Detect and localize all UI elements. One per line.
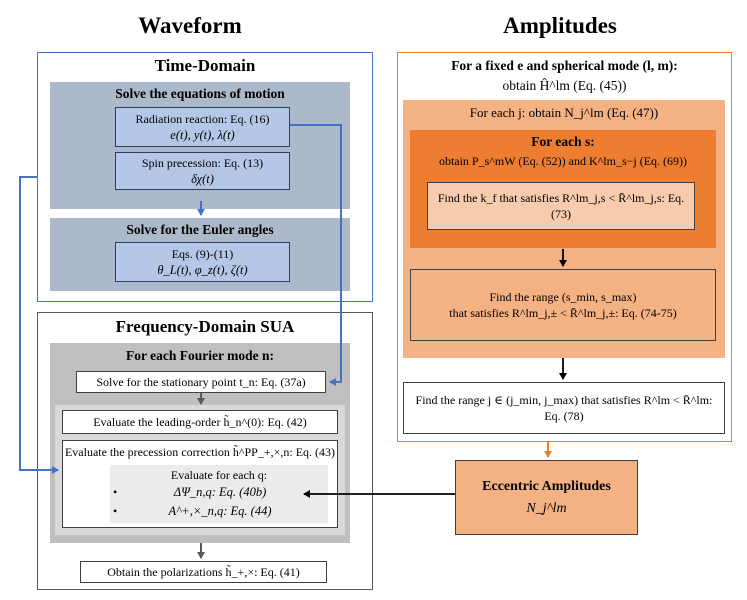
- each-q-bullet-2: •: [113, 504, 118, 518]
- stationary-point-box: Solve for the stationary point t_n: Eq. …: [76, 371, 326, 393]
- radiation-reaction-label: Radiation reaction: Eq. (16): [135, 112, 270, 127]
- time-domain-title: Time-Domain: [154, 56, 256, 75]
- each-j-title: For each j: obtain N_j^lm (Eq. (47)): [469, 105, 659, 121]
- each-q-title: Evaluate for each q:: [170, 467, 268, 482]
- fixed-mode-line-1: For a fixed e and spherical mode (l, m):: [451, 57, 678, 73]
- euler-equations-label: Eqs. (9)-(11): [171, 247, 234, 262]
- spin-precession-vars: δχ(t): [191, 171, 214, 186]
- leading-order-box: Evaluate the leading-order h̃_n^(0): Eq.…: [62, 410, 338, 434]
- each-q-panel: [110, 465, 328, 523]
- spin-precession-label: Spin precession: Eq. (13): [141, 156, 264, 171]
- range-j-line-2: Eq. (78): [544, 409, 584, 423]
- waveform-header: Waveform: [138, 13, 242, 38]
- euler-equations-vars: θ_L(t), φ_z(t), ζ(t): [157, 262, 248, 277]
- each-q-bullet-1: •: [113, 485, 118, 499]
- range-j-box: Find the range j ∈ (j_min, j_max) that s…: [403, 382, 725, 434]
- radiation-reaction-vars: e(t), y(t), λ(t): [170, 127, 235, 142]
- each-s-line: obtain P_s^mW (Eq. (52)) and K^lm_s−j (E…: [438, 153, 688, 168]
- kf-box: Find the k_f that satisfies R^lm_j,s < R…: [427, 182, 695, 230]
- arrow-radiation-to-stationary: [290, 124, 342, 386]
- equations-of-motion-title: Solve the equations of motion: [115, 86, 285, 101]
- range-j-line-1: Find the range j ∈ (j_min, j_max) that s…: [415, 392, 713, 407]
- eccentric-amplitudes-symbol: N_j^lm: [526, 500, 567, 516]
- eccentric-amplitudes-box: Eccentric Amplitudes N_j^lm: [455, 460, 638, 535]
- each-q-item-delta-psi: ΔΨ_n,q: Eq. (40b): [173, 485, 267, 499]
- spin-precession-box: Spin precession: Eq. (13) δχ(t): [115, 152, 290, 190]
- precession-correction-label: Evaluate the precession correction h̃^PP…: [64, 444, 336, 459]
- range-s-line-2: that satisfies R^lm_j,± < R̄^lm_j,±: Eq.…: [449, 306, 677, 320]
- frequency-domain-title: Frequency-Domain SUA: [115, 317, 295, 336]
- each-q-item-amplitude: A^+,×_n,q: Eq. (44): [168, 504, 272, 518]
- fourier-mode-title: For each Fourier mode n:: [126, 348, 274, 363]
- arrow-time-domain-to-precession: [19, 176, 59, 474]
- euler-equations-box: Eqs. (9)-(11) θ_L(t), φ_z(t), ζ(t): [115, 242, 290, 282]
- range-s-line-1: Find the range (s_min, s_max): [489, 289, 637, 304]
- fixed-mode-line-2: obtain Ĥ^lm (Eq. (45)): [502, 77, 627, 93]
- each-s-title: For each s:: [531, 134, 595, 149]
- polarizations-box: Obtain the polarizations h̃_+,×: Eq. (41…: [80, 561, 327, 583]
- radiation-reaction-box: Radiation reaction: Eq. (16) e(t), y(t),…: [115, 107, 290, 147]
- range-s-box: Find the range (s_min, s_max) that satis…: [410, 269, 716, 341]
- amplitudes-header: Amplitudes: [503, 13, 617, 38]
- eccentric-amplitudes-title: Eccentric Amplitudes: [482, 478, 611, 494]
- euler-angles-title: Solve for the Euler angles: [126, 222, 274, 237]
